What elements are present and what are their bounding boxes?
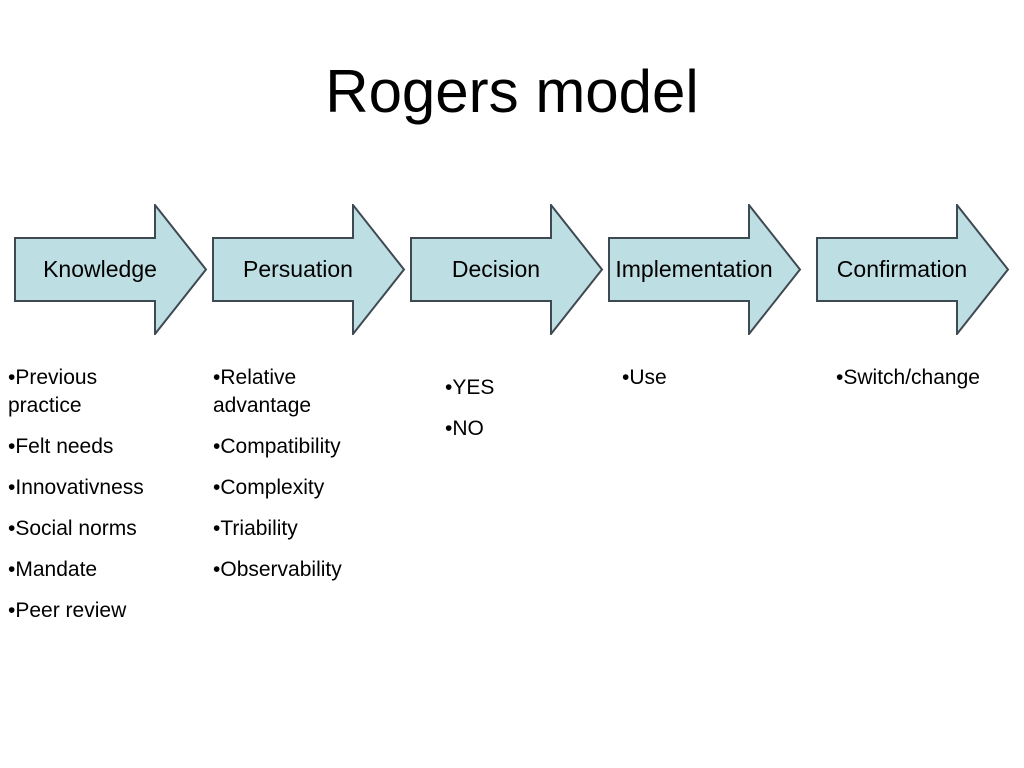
right-arrow-shape	[410, 204, 604, 335]
stage-items-confirmation: Switch/change	[836, 364, 1016, 405]
arrow-polygon	[608, 204, 802, 335]
stage-label-confirmation: Confirmation	[836, 256, 968, 282]
stage-items-decision: YES NO	[445, 374, 595, 456]
stage-items-persuation: Relative advantage Compatibility Complex…	[213, 364, 373, 597]
list-item: Peer review	[8, 597, 168, 625]
list-item: Observability	[213, 556, 373, 584]
list-item: NO	[445, 415, 595, 443]
right-arrow-shape	[608, 204, 802, 335]
list-item: Triability	[213, 515, 373, 543]
list-item: YES	[445, 374, 595, 402]
stage-arrow-persuation: Persuation	[212, 204, 406, 335]
list-item: Social norms	[8, 515, 168, 543]
list-item: Mandate	[8, 556, 168, 584]
list-item: Use	[622, 364, 782, 392]
slide-title: Rogers model	[325, 58, 699, 125]
arrow-polygon	[816, 204, 1010, 335]
stage-label-knowledge: Knowledge	[43, 256, 157, 282]
stage-arrow-decision: Decision	[410, 204, 604, 335]
list-item: Felt needs	[8, 433, 168, 461]
arrow-polygon	[410, 204, 604, 335]
stage-items-knowledge: Previous practice Felt needs Innovativne…	[8, 364, 168, 638]
stage-arrow-knowledge: Knowledge	[14, 204, 208, 335]
stage-arrow-confirmation: Confirmation	[816, 204, 1010, 335]
list-item: Relative advantage	[213, 364, 373, 420]
list-item: Compatibility	[213, 433, 373, 461]
right-arrow-shape	[212, 204, 406, 335]
arrow-polygon	[212, 204, 406, 335]
right-arrow-shape	[14, 204, 208, 335]
list-item: Switch/change	[836, 364, 1016, 392]
list-item: Previous practice	[8, 364, 168, 420]
stage-label-implementation: Implementation	[615, 256, 773, 282]
list-item: Innovativness	[8, 474, 168, 502]
stage-items-implementation: Use	[622, 364, 782, 405]
right-arrow-shape	[816, 204, 1010, 335]
stage-label-decision: Decision	[451, 256, 541, 282]
list-item: Complexity	[213, 474, 373, 502]
arrow-polygon	[14, 204, 208, 335]
stage-label-persuation: Persuation	[243, 256, 353, 282]
stage-arrow-implementation: Implementation	[608, 204, 802, 335]
